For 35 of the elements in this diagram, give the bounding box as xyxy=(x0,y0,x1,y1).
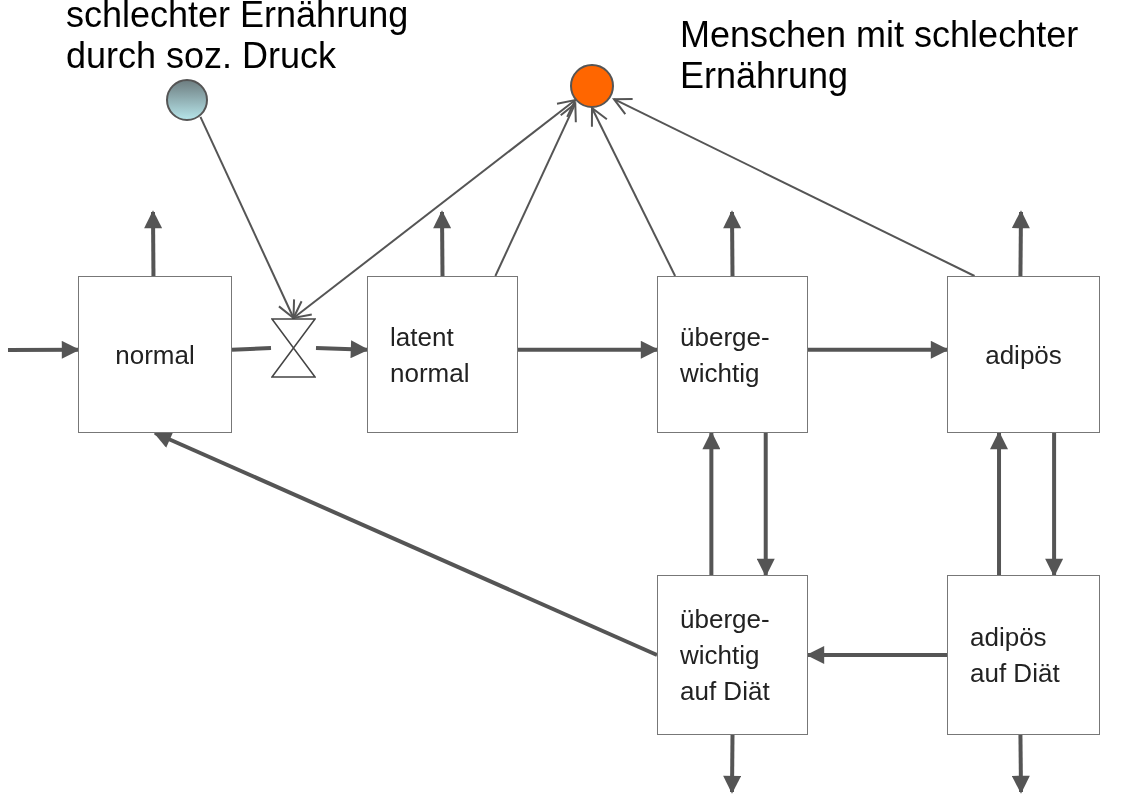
arrow xyxy=(1045,433,1064,577)
state-box xyxy=(947,575,1100,735)
arrow xyxy=(590,107,677,277)
arrow xyxy=(199,115,296,319)
arrow xyxy=(144,210,163,276)
stock-label: schlechter Ernährung durch soz. Druck xyxy=(66,0,410,76)
arrow xyxy=(723,735,742,794)
state-box xyxy=(947,276,1100,433)
state-box xyxy=(657,276,808,433)
arrow xyxy=(8,340,80,359)
box-label: adipös auf Diät xyxy=(970,621,1061,690)
arrow xyxy=(292,99,577,319)
arrow xyxy=(723,210,742,276)
arrow xyxy=(433,210,452,276)
arrow xyxy=(808,340,949,359)
arrow xyxy=(494,102,577,277)
arrow xyxy=(806,646,947,664)
arrow xyxy=(756,433,775,577)
stock-label: Menschen mit schlechter Ernährung xyxy=(680,14,1080,96)
arrow xyxy=(1011,734,1030,794)
arrow xyxy=(1011,210,1030,277)
arrow xyxy=(518,340,659,359)
state-box xyxy=(78,276,232,433)
arrow xyxy=(153,431,658,657)
arrow xyxy=(702,431,721,575)
box-label: normal xyxy=(115,338,195,372)
arrow xyxy=(613,98,976,277)
box-label: überge- wichtig xyxy=(680,320,771,390)
state-box xyxy=(657,575,808,735)
box-label: adipös xyxy=(985,338,1062,372)
arrow xyxy=(990,431,1008,575)
state-box xyxy=(367,276,518,433)
arrow xyxy=(315,340,369,359)
box-label: latent normal xyxy=(390,320,471,390)
box-label: überge- wichtig auf Diät xyxy=(680,603,771,708)
